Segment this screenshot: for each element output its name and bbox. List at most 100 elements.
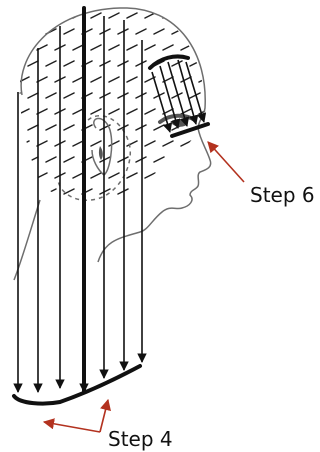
hair-dash xyxy=(217,45,227,50)
hair-dash xyxy=(19,77,29,82)
hairline-dashed xyxy=(58,116,130,201)
hair-dash xyxy=(55,13,65,18)
hair-dash xyxy=(118,61,128,66)
hair-dash xyxy=(19,205,29,210)
hair-dash xyxy=(91,205,101,210)
hair-dash xyxy=(100,93,110,98)
hair-dash xyxy=(154,157,164,162)
hair-dash xyxy=(28,93,38,98)
hair-dash xyxy=(10,29,20,34)
hair-dash xyxy=(10,61,20,66)
hair-dash xyxy=(64,125,74,130)
hair-dash xyxy=(217,13,227,18)
hair-dash xyxy=(91,77,101,82)
hair-dash xyxy=(136,29,146,34)
hair-dash xyxy=(154,189,164,194)
hair-dash xyxy=(28,29,38,34)
hair-dash xyxy=(91,173,101,178)
hair-dash xyxy=(217,173,227,178)
hair-dash xyxy=(136,93,146,98)
step6-label: Step 6 xyxy=(250,183,315,207)
hair-dash xyxy=(154,29,164,34)
hair-dash xyxy=(217,141,227,146)
hair-dash xyxy=(118,189,128,194)
hair-dash xyxy=(127,141,137,146)
hair-dash xyxy=(37,13,47,18)
hair-dash xyxy=(136,189,146,194)
hair-dash xyxy=(127,13,137,18)
hair-dash xyxy=(46,157,56,162)
hair-dash xyxy=(64,189,74,194)
hair-dash xyxy=(46,189,56,194)
hair-dash xyxy=(181,173,191,178)
hair-dash xyxy=(172,61,182,66)
length-guide-line xyxy=(14,366,140,404)
hair-dash xyxy=(208,93,218,98)
hair-dash xyxy=(181,13,191,18)
hair-dash xyxy=(118,157,128,162)
hair-dash xyxy=(100,61,110,66)
hair-dash xyxy=(64,157,74,162)
hair-dash xyxy=(208,61,218,66)
hair-dash xyxy=(109,45,119,50)
hair-dash xyxy=(28,157,38,162)
hair-dash xyxy=(199,45,209,50)
hair-dash xyxy=(145,45,155,50)
step4-label: Step 4 xyxy=(108,427,173,451)
hair-dash xyxy=(73,141,83,146)
hair-dash xyxy=(163,141,173,146)
hair-dashes xyxy=(10,13,227,210)
hair-dash xyxy=(19,109,29,114)
hair-dash xyxy=(136,125,146,130)
hair-dash xyxy=(109,141,119,146)
hair-dash xyxy=(163,45,173,50)
hair-dash-texture xyxy=(10,13,227,210)
ear-outline xyxy=(92,118,112,175)
hair-dash xyxy=(217,205,227,210)
hair-dash xyxy=(19,13,29,18)
hair-dash xyxy=(19,141,29,146)
hair-dash xyxy=(28,61,38,66)
hair-dash xyxy=(91,13,101,18)
hair-dash xyxy=(190,29,200,34)
hair-dash xyxy=(163,173,173,178)
hair-dash xyxy=(46,93,56,98)
hair-dash xyxy=(28,125,38,130)
hair-dash xyxy=(208,29,218,34)
step6-arrow xyxy=(208,142,244,182)
step4-arrow-left xyxy=(44,422,100,432)
hair-dash xyxy=(145,173,155,178)
hair-dash xyxy=(154,125,164,130)
hair-dash xyxy=(118,29,128,34)
hair-dash xyxy=(73,109,83,114)
hair-dash xyxy=(127,109,137,114)
hair-dash xyxy=(118,93,128,98)
hair-dash xyxy=(145,141,155,146)
hair-dash xyxy=(199,173,209,178)
hair-dash xyxy=(73,205,83,210)
hair-dash xyxy=(145,205,155,210)
hair-dash xyxy=(109,173,119,178)
hair-dash xyxy=(19,45,29,50)
hair-dash xyxy=(127,77,137,82)
length-arrows xyxy=(18,12,142,392)
hair-dash xyxy=(181,141,191,146)
hair-dash xyxy=(145,109,155,114)
hair-dash xyxy=(136,157,146,162)
hair-dash xyxy=(127,205,137,210)
hair-dash xyxy=(28,189,38,194)
hair-dash xyxy=(208,189,218,194)
hair-dash xyxy=(64,61,74,66)
hair-dash xyxy=(127,45,137,50)
hair-dash xyxy=(109,13,119,18)
hair-dash xyxy=(109,77,119,82)
hair-dash xyxy=(145,13,155,18)
hair-dash xyxy=(109,205,119,210)
hair-dash xyxy=(127,173,137,178)
hair-dash xyxy=(91,141,101,146)
hair-dash xyxy=(73,77,83,82)
hair-dash xyxy=(73,173,83,178)
step4-arrow-up xyxy=(100,400,108,432)
